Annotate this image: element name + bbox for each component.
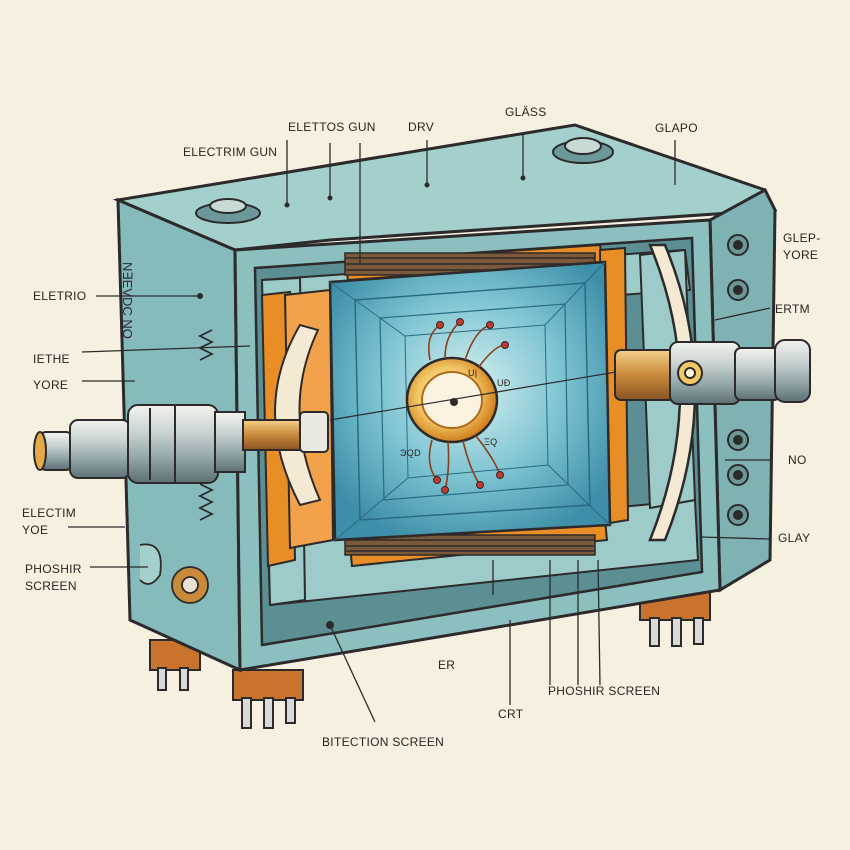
label-electrim-gun: ELECTRIM GUN bbox=[183, 145, 278, 159]
label-crt: CRT bbox=[498, 707, 524, 721]
label-no: NO bbox=[788, 453, 807, 467]
label-phoshir-screen-bottom: PHOSHIR SCREEN bbox=[548, 684, 661, 698]
label-eletrio: ELETRIO bbox=[33, 289, 87, 303]
electron-gun-right bbox=[614, 339, 811, 405]
label-drv: DRV bbox=[408, 120, 435, 134]
side-text: N∃EVDC NO bbox=[120, 262, 135, 339]
label-electim-yoe: ELECTIM YOE bbox=[22, 506, 77, 537]
label-er: ER bbox=[438, 658, 456, 672]
electron-beam bbox=[329, 367, 641, 421]
leg-front-middle bbox=[232, 669, 304, 701]
screen-marking-3: ЭQD bbox=[400, 448, 421, 458]
label-glep-yore: GLEP- YORE bbox=[783, 231, 821, 262]
side-panel-knobs bbox=[727, 234, 749, 526]
electron-gun-left bbox=[33, 404, 329, 484]
deflection-yoke-left bbox=[274, 323, 322, 507]
screen-marking-4: ΞQ bbox=[484, 437, 498, 447]
label-elettos-gun: ELETTOS GUN bbox=[288, 120, 376, 134]
label-glass: GLÄSS bbox=[505, 105, 547, 119]
screen-marking-2: UĐ bbox=[497, 378, 511, 388]
leader-dots bbox=[197, 175, 526, 629]
leader-lines bbox=[68, 133, 771, 723]
label-iethe-yore: IETHE YORE bbox=[33, 352, 70, 392]
label-phoshir-screen-left: PHOSHIR SCREEN bbox=[25, 562, 82, 593]
label-glapo: GLAPO bbox=[655, 121, 698, 135]
left-controls bbox=[139, 329, 215, 604]
top-knobs bbox=[195, 137, 614, 224]
label-bitection-screen: BITECTION SCREEN bbox=[322, 735, 445, 749]
label-glay: GLAY bbox=[778, 531, 811, 545]
heat-grille bbox=[344, 252, 596, 556]
screen-marking-1: U| bbox=[468, 368, 478, 378]
label-ertm: ERTM bbox=[775, 302, 810, 316]
